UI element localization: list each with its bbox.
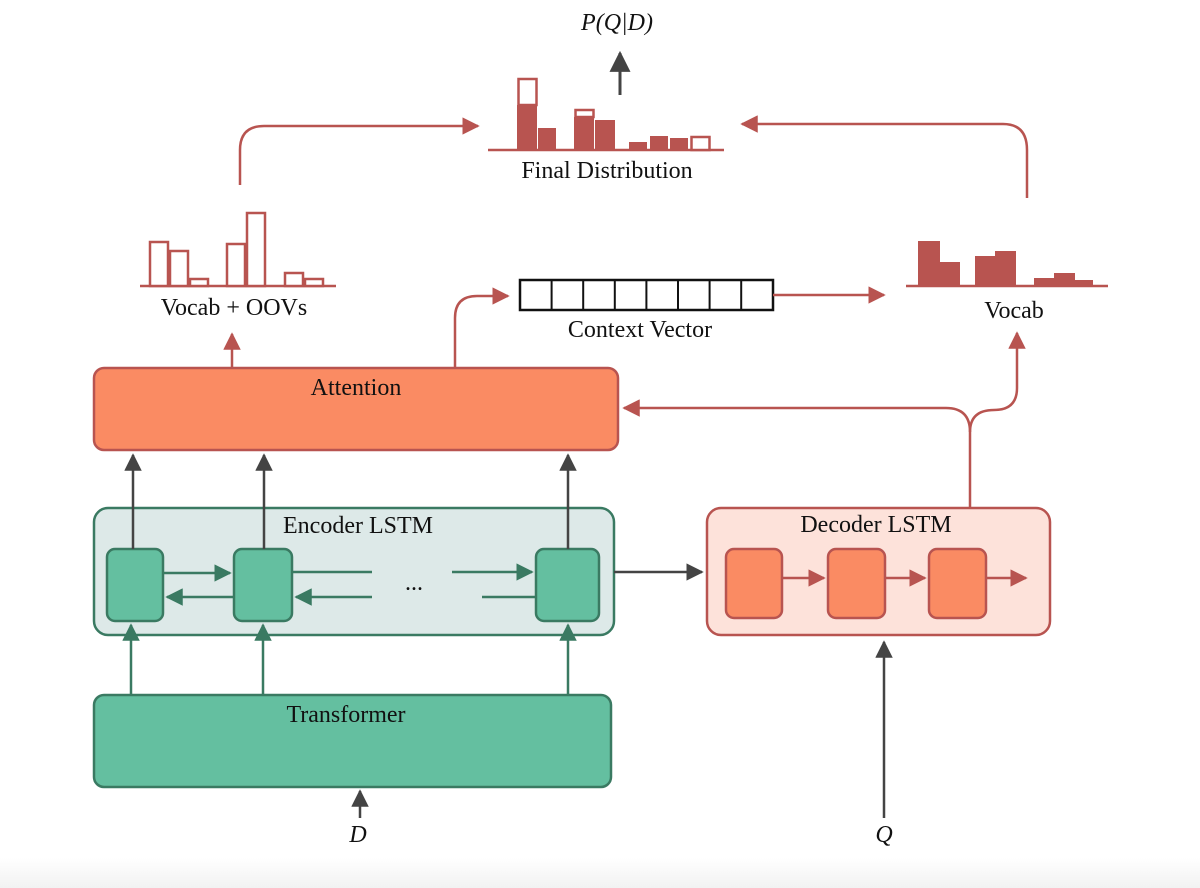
vocab-chart <box>906 241 1108 288</box>
decoder-cell-1 <box>724 547 784 620</box>
decoder-to-vocab-arrow <box>968 331 1026 433</box>
transformer-box <box>92 693 613 789</box>
vocab-label: Vocab <box>984 298 1044 324</box>
bottom-fade <box>0 858 1200 888</box>
context-vector-label: Context Vector <box>568 317 712 343</box>
final-distribution-chart <box>488 77 724 152</box>
decoder-label: Decoder LSTM <box>800 512 951 538</box>
vocab-oov-label: Vocab + OOVs <box>161 295 307 321</box>
attention-box <box>92 366 620 452</box>
encoder-cell-3 <box>534 547 601 623</box>
input-d-label: D <box>348 822 366 848</box>
input-q-label: Q <box>875 822 892 848</box>
attention-to-context-arrow <box>453 287 510 368</box>
encoder-ellipsis: ... <box>405 570 423 596</box>
vocab-oov-chart <box>140 211 336 288</box>
vocab-oov-to-final-arrow <box>238 117 480 185</box>
context-vector <box>518 278 775 312</box>
transformer-label: Transformer <box>286 702 405 728</box>
encoder-label: Encoder LSTM <box>283 513 433 539</box>
attention-label: Attention <box>311 375 402 401</box>
output-label: P(Q|D) <box>580 10 653 36</box>
decoder-cell-3 <box>927 547 988 620</box>
decoder-cell-2 <box>826 547 887 620</box>
encoder-cell-1 <box>105 547 165 623</box>
encoder-cell-2 <box>232 547 294 623</box>
vocab-to-final-arrow <box>740 115 1029 198</box>
final-distribution-label: Final Distribution <box>521 158 692 184</box>
